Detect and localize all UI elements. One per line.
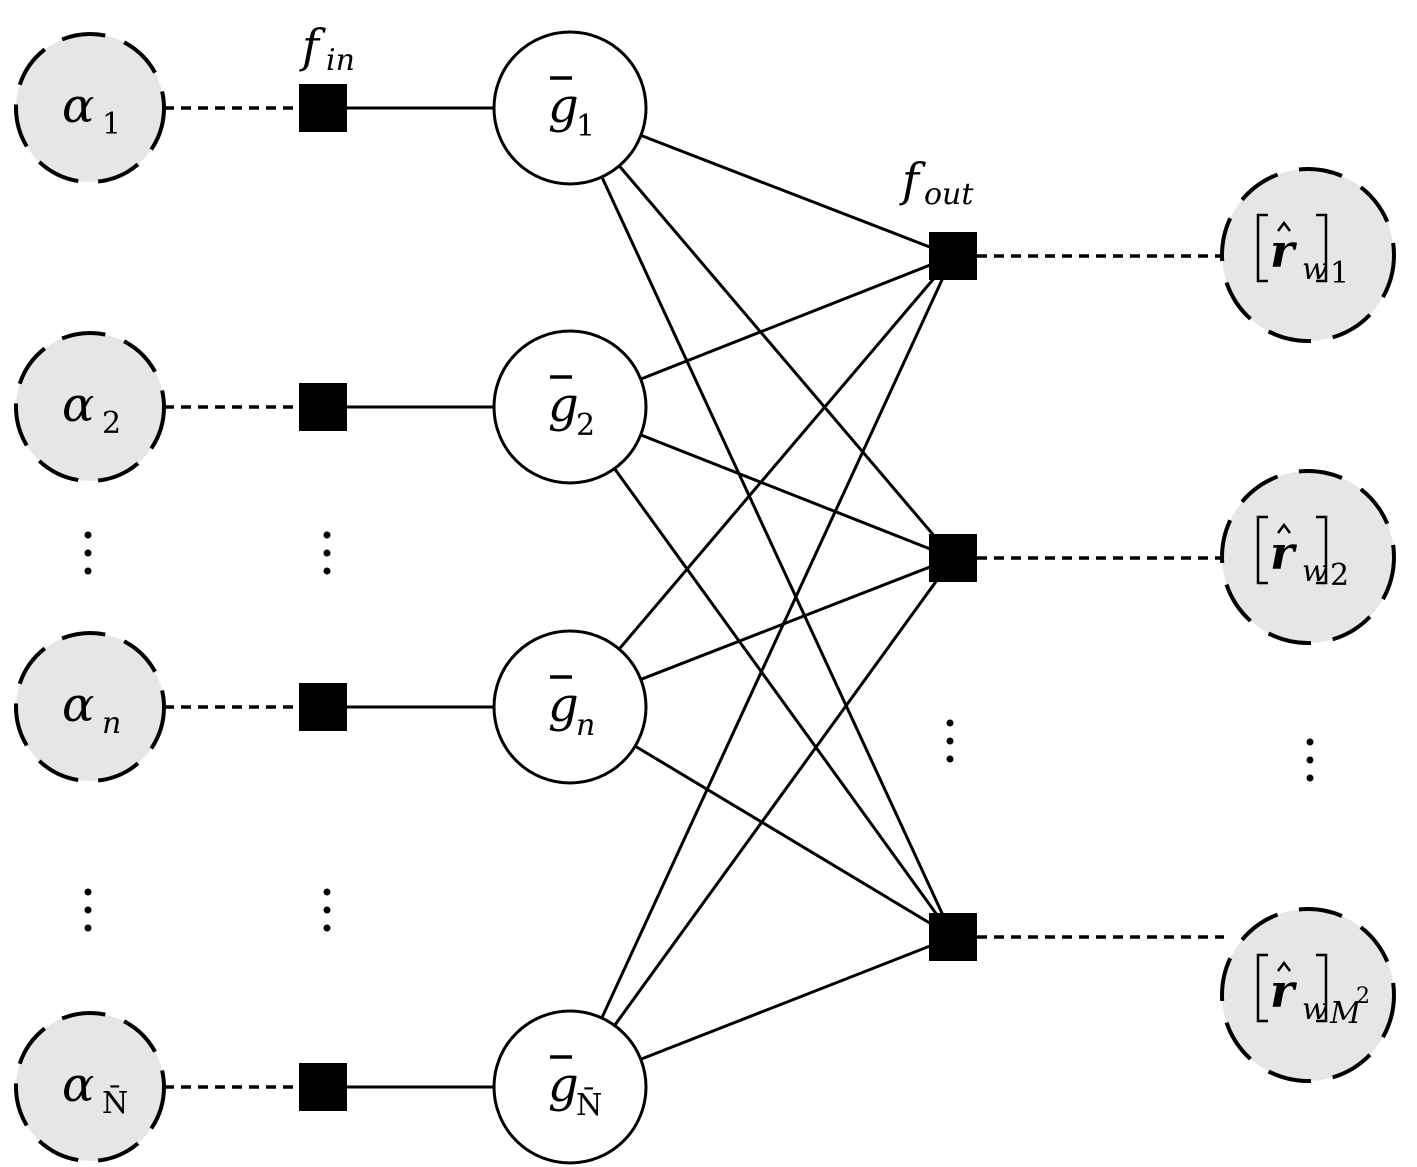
output-node-label: r [1270,964,1298,1018]
hat-mark [1277,960,1291,972]
vertical-ellipsis [84,531,92,575]
ellipsis-dot [946,737,954,745]
input-factor-square [299,383,347,431]
input-node-label: α [62,677,94,733]
ellipsis-dot [1306,774,1314,782]
ellipsis-dot [946,719,954,727]
output-node-r_2 [1220,469,1396,645]
vertical-ellipsis [84,888,92,932]
input-factor-square [299,84,347,132]
edge-g-to-fout [640,133,954,258]
ellipsis-dot [323,906,331,914]
edge-g-to-fout [640,254,954,381]
left-bracket [1256,953,1268,1023]
vertical-ellipsis [1306,738,1314,782]
ellipsis-dot [1306,738,1314,746]
latent-node-subscript: n [576,708,595,743]
ellipsis-dot [84,906,92,914]
latent-node-label: g [548,377,579,433]
left-bracket [1256,213,1268,283]
left-bracket [1256,515,1268,585]
output-factor-square-fout_2 [929,534,977,582]
vertical-ellipsis [946,719,954,763]
output-factor-square-fout_M2 [929,913,977,961]
input-node-subscript: 1 [102,107,121,142]
nodes-layer [14,30,1396,1165]
vertical-ellipsis [323,531,331,575]
latent-node-label: g [548,1057,579,1113]
right-bracket [1316,213,1328,283]
edge-g-to-fout [640,433,954,560]
ellipsis-dot [84,549,92,557]
output-node-index: 1 [1330,256,1349,291]
ellipsis-dot [323,924,331,932]
output-node-index-sup: 2 [1356,984,1370,1009]
input-node-label: α [62,1057,94,1113]
latent-node-g_2 [492,329,648,485]
output-node-label: r [1270,224,1298,278]
edge-g-to-fout [618,255,955,651]
edge-g-to-fout [634,744,954,939]
latent-node-subscript: N̄ [576,1087,602,1123]
ellipsis-dot [84,888,92,896]
output-node-index: 2 [1330,558,1349,593]
edge-g-to-fout [613,467,955,938]
input-factor-square [299,1063,347,1111]
output-factor-square-fout_1 [929,232,977,280]
output-node-r_M2 [1220,907,1396,1083]
hat-mark [1277,220,1291,232]
output-node-label: r [1270,526,1298,580]
right-bracket [1316,953,1328,1023]
ellipsis-dot [323,549,331,557]
latent-node-g_Nbar [492,1009,648,1165]
input-node-subscript: N̄ [102,1085,128,1121]
input-node-alpha_2 [14,331,166,483]
ellipsis-dot [946,755,954,763]
f-out-label: f [899,153,926,207]
ellipsis-dot [323,567,331,575]
latent-node-label: g [548,677,579,733]
right-bracket [1316,515,1328,585]
latent-node-g_n [492,629,648,785]
ellipsis-dot [323,888,331,896]
edge-g-to-fout [640,556,954,681]
ellipsis-dot [84,567,92,575]
edge-g-to-fout [613,557,955,1027]
vertical-ellipsis [323,888,331,932]
input-node-alpha_n [14,631,166,783]
ellipsis-dot [84,531,92,539]
f-out-subscript: out [924,177,974,212]
edge-g-to-fout [618,164,955,559]
input-node-subscript: n [102,706,121,741]
input-node-label: α [62,78,94,134]
output-node-r_1 [1220,167,1396,343]
input-node-alpha_1 [14,32,166,184]
edge-g-to-fout [600,255,955,1019]
f-in-subscript: in [326,43,355,78]
latent-node-label: g [548,78,579,134]
edge-g-to-fout [640,935,954,1061]
edge-g-to-fout [600,176,955,938]
ellipsis-dot [84,924,92,932]
ellipsis-dot [1306,756,1314,764]
ellipsis-dot [323,531,331,539]
input-node-label: α [62,377,94,433]
latent-node-subscript: 2 [576,408,595,443]
hat-mark [1277,522,1291,534]
input-node-subscript: 2 [102,406,121,441]
edges-layer [164,106,1224,1089]
f-in-label: f [299,19,326,73]
latent-node-g_1 [492,30,648,186]
latent-node-subscript: 1 [576,109,595,144]
input-node-alpha_Nbar [14,1011,166,1163]
input-factor-square [299,683,347,731]
output-node-index: M [1329,996,1362,1031]
